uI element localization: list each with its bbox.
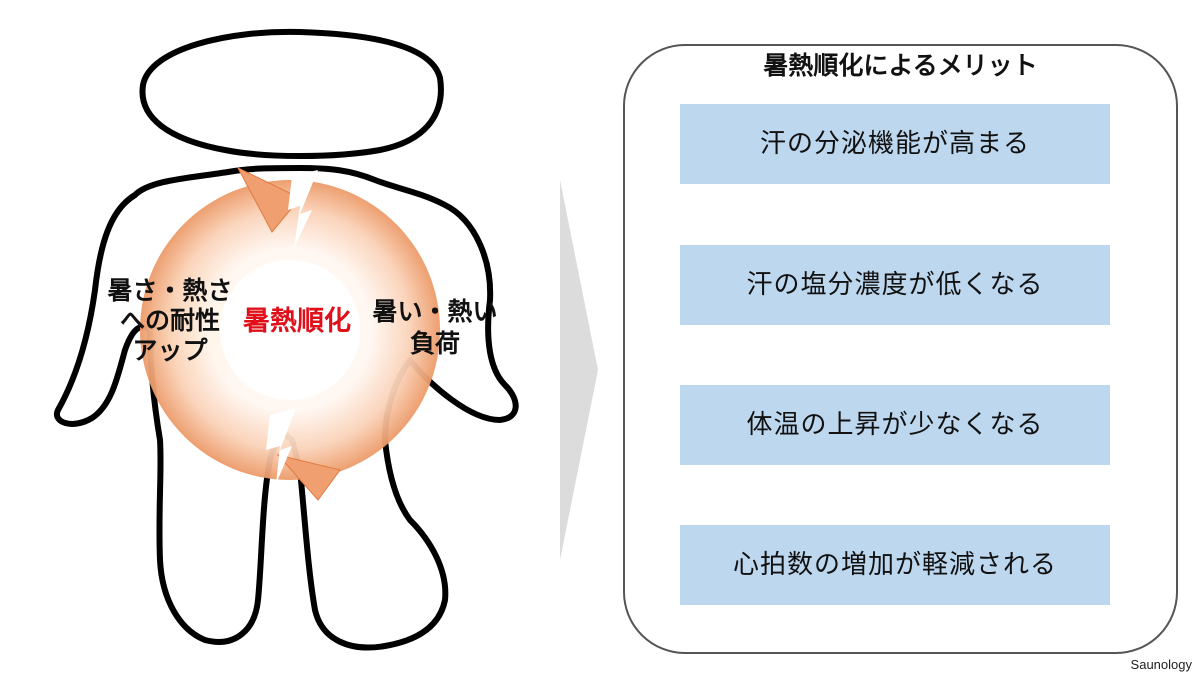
benefits-title: 暑熱順化によるメリット: [763, 51, 1038, 80]
credit-label: Saunology: [1130, 657, 1192, 672]
benefit-item: 心拍数の増加が軽減される: [680, 525, 1110, 605]
right-label-line-1: 暑い・熱い: [372, 297, 498, 326]
left-label-line-3: アップ: [132, 336, 208, 365]
cycle-ring: [140, 166, 440, 501]
benefit-item: 体温の上昇が少なくなる: [680, 385, 1110, 465]
arrow-break-bottom-icon: [266, 408, 296, 484]
cycle-right-label: 暑い・熱い 負荷: [360, 296, 510, 360]
cycle-left-label: 暑さ・熱さ への耐性 アップ: [100, 276, 240, 366]
arrow-head-top-icon: [236, 166, 301, 233]
right-label-line-2: 負荷: [409, 329, 460, 358]
arrow-head-bottom-icon: [276, 454, 341, 501]
left-label-line-1: 暑さ・熱さ: [107, 276, 233, 305]
benefit-item: 汗の塩分濃度が低くなる: [680, 245, 1110, 325]
benefit-item: 汗の分泌機能が高まる: [680, 104, 1110, 184]
head-outline: [139, 28, 444, 159]
arrow-break-top-icon: [288, 170, 318, 248]
ring-hole: [220, 260, 360, 400]
chevron-separator-icon: [560, 180, 598, 560]
cycle-center-label: 暑熱順化: [243, 306, 351, 337]
left-label-line-2: への耐性: [119, 306, 220, 335]
